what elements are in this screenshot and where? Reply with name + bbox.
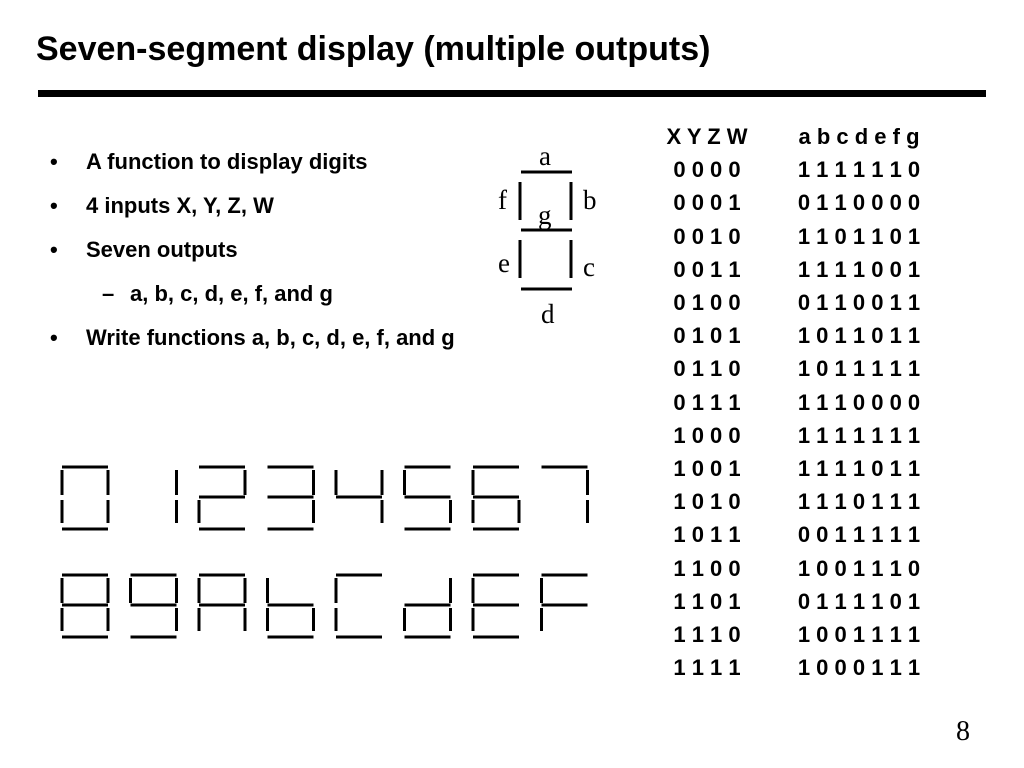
- seven-segment-digit: [60, 573, 110, 639]
- row-inputs: 0 1 1 1: [673, 389, 741, 415]
- row-outputs: 0 0 1 1 1 1 1: [797, 522, 921, 548]
- row-inputs: 1 0 0 1: [673, 456, 741, 482]
- row-inputs: 0 0 1 1: [673, 256, 741, 282]
- row-inputs: 1 0 1 1: [673, 522, 741, 548]
- row-inputs: 0 1 0 0: [673, 290, 741, 316]
- seven-segment-digit: [471, 465, 521, 531]
- row-outputs: 1 1 1 1 1 1 1: [797, 422, 921, 448]
- bullet-item: 4 inputs X, Y, Z, W: [44, 190, 464, 222]
- row-inputs: 1 0 0 0: [673, 422, 741, 448]
- seven-segment-digit: [541, 465, 589, 523]
- row-inputs: 0 1 1 0: [673, 356, 741, 382]
- row-outputs: 1 0 1 1 1 1 1: [797, 356, 921, 382]
- bullet-text: Write functions a, b, c, d, e, f, and g: [86, 325, 455, 350]
- table-row: 1 1 0 1 0 1 1 1 1 0 1: [640, 585, 944, 618]
- seven-segment-digit: [129, 573, 178, 639]
- row-outputs: 1 1 1 0 0 0 0: [797, 389, 921, 415]
- row-outputs: 1 1 1 1 0 0 1: [797, 256, 921, 282]
- truth-header: X Y Z W a b c d e f g: [640, 120, 944, 153]
- table-row: 0 1 1 1 1 1 1 0 0 0 0: [640, 386, 944, 419]
- dash-marker: –: [102, 281, 115, 306]
- label-a: a: [539, 141, 551, 171]
- row-outputs: 1 0 1 1 0 1 1: [797, 323, 921, 349]
- label-g: g: [538, 200, 552, 230]
- row-outputs: 1 0 0 1 1 1 1: [797, 622, 921, 648]
- seven-segment-digit: [197, 465, 247, 531]
- row-outputs: 1 1 0 1 1 0 1: [797, 223, 921, 249]
- row-inputs: 0 0 1 0: [673, 223, 741, 249]
- table-row: 0 1 0 0 0 1 1 0 0 1 1: [640, 286, 944, 319]
- digit-grid: [60, 465, 589, 639]
- seven-segment-digit: [334, 470, 384, 523]
- bullet-text: A function to display digits: [86, 149, 368, 174]
- input-header: X Y Z W: [666, 124, 748, 149]
- label-e: e: [498, 248, 510, 278]
- table-row: 0 0 1 0 1 1 0 1 1 0 1: [640, 220, 944, 253]
- row-inputs: 0 1 0 1: [673, 323, 741, 349]
- table-row: 1 1 1 1 1 0 0 0 1 1 1: [640, 651, 944, 684]
- seven-segment-digit: [334, 573, 382, 639]
- bullet-item: Seven outputs: [44, 234, 464, 266]
- table-row: 1 0 1 0 1 1 1 0 1 1 1: [640, 485, 944, 518]
- table-row: 1 1 1 0 1 0 0 1 1 1 1: [640, 618, 944, 651]
- seven-segment-digit: [266, 578, 315, 639]
- segment-diagram: a f b g e c d: [498, 141, 597, 329]
- row-inputs: 0 0 0 0: [673, 157, 741, 183]
- output-header: a b c d e f g: [798, 124, 920, 149]
- seven-segment-digit: [540, 573, 588, 631]
- label-d: d: [541, 299, 555, 329]
- truth-table: X Y Z W a b c d e f g 0 0 0 0 1 1 1 1 1 1…: [640, 120, 944, 684]
- row-outputs: 1 0 0 1 1 1 0: [797, 555, 921, 581]
- seven-segment-digit: [403, 578, 452, 639]
- row-inputs: 1 1 1 0: [673, 622, 741, 648]
- seven-segment-digit: [471, 573, 519, 639]
- bullet-item: Write functions a, b, c, d, e, f, and g: [44, 322, 464, 354]
- bullet-text: a, b, c, d, e, f, and g: [130, 281, 333, 306]
- row-outputs: 0 1 1 0 0 1 1: [797, 290, 921, 316]
- row-outputs: 1 1 1 1 0 1 1: [797, 456, 921, 482]
- row-outputs: 1 1 1 0 1 1 1: [797, 489, 921, 515]
- sub-bullet-item: –a, b, c, d, e, f, and g: [44, 278, 464, 310]
- table-row: 0 1 0 1 1 0 1 1 0 1 1: [640, 319, 944, 352]
- slide-title: Seven-segment display (multiple outputs): [36, 30, 711, 68]
- page-number: 8: [956, 716, 970, 747]
- label-b: b: [583, 185, 597, 215]
- table-row: 0 0 1 1 1 1 1 1 0 0 1: [640, 253, 944, 286]
- row-outputs: 1 1 1 1 1 1 0: [797, 157, 921, 183]
- row-outputs: 1 0 0 0 1 1 1: [797, 655, 921, 681]
- row-inputs: 1 1 0 0: [673, 555, 741, 581]
- table-row: 1 1 0 0 1 0 0 1 1 1 0: [640, 552, 944, 585]
- row-inputs: 0 0 0 1: [673, 190, 741, 216]
- bullet-item: A function to display digits: [44, 146, 464, 178]
- row-outputs: 0 1 1 0 0 0 0: [797, 190, 921, 216]
- table-row: 1 0 1 1 0 0 1 1 1 1 1: [640, 518, 944, 551]
- row-outputs: 0 1 1 1 1 0 1: [797, 588, 921, 614]
- bullet-text: Seven outputs: [86, 237, 238, 262]
- row-inputs: 1 1 1 1: [673, 655, 741, 681]
- table-row: 0 0 0 0 1 1 1 1 1 1 0: [640, 153, 944, 186]
- seven-segment-digit: [60, 465, 110, 531]
- table-row: 0 1 1 0 1 0 1 1 1 1 1: [640, 352, 944, 385]
- table-row: 0 0 0 1 0 1 1 0 0 0 0: [640, 186, 944, 219]
- row-inputs: 1 1 0 1: [673, 588, 741, 614]
- title-rule: [38, 90, 986, 97]
- seven-segment-digit: [197, 573, 247, 631]
- table-row: 1 0 0 0 1 1 1 1 1 1 1: [640, 419, 944, 452]
- row-inputs: 1 0 1 0: [673, 489, 741, 515]
- label-f: f: [498, 185, 507, 215]
- table-row: 1 0 0 1 1 1 1 1 0 1 1: [640, 452, 944, 485]
- seven-segment-digit: [267, 465, 315, 531]
- label-c: c: [583, 252, 595, 282]
- bullet-text: 4 inputs X, Y, Z, W: [86, 193, 274, 218]
- seven-segment-digit: [403, 465, 452, 531]
- bullet-list: A function to display digits 4 inputs X,…: [44, 146, 464, 366]
